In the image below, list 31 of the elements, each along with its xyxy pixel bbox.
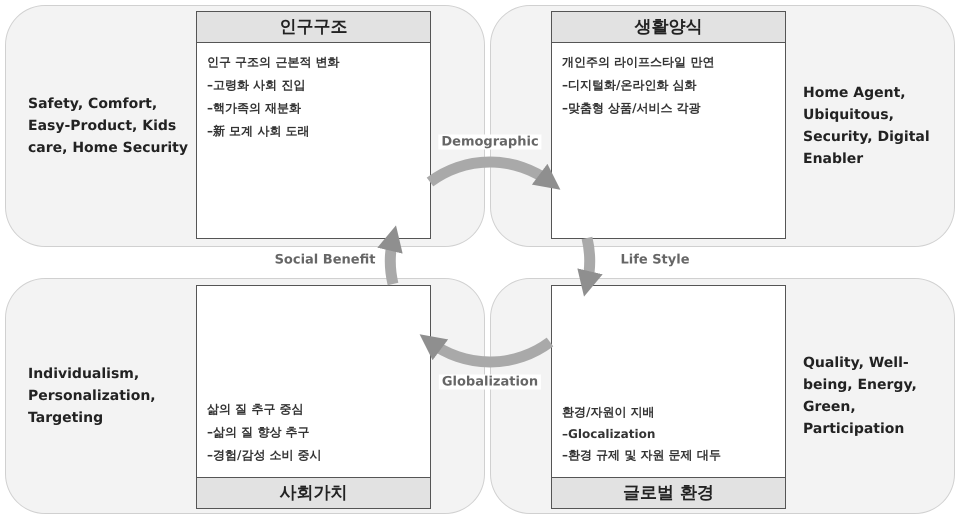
bullet-text: 삶의 질 추구 중심 [207,401,305,418]
keyword-list: Individualism, Personalization, Targeting [28,363,188,429]
box-heading: 사회가치 [197,477,430,508]
trend-box [196,285,431,509]
bullet-text: –핵가족의 재분화 [207,100,302,117]
keyword-list: Quality, Well-being, Energy, Green, Participation [803,352,943,440]
bullet-text: 환경/자원이 지배 [562,404,656,421]
box-heading: 글로벌 환경 [552,477,785,508]
cycle-arrow [426,156,561,190]
bullet-text: –고령화 사회 진입 [207,77,306,94]
box-heading: 인구구조 [197,12,430,43]
bullet-text: 인구 구조의 근본적 변화 [207,54,341,71]
cycle-arrow [576,237,602,297]
bullet-text: –경험/감성 소비 중시 [207,447,323,464]
keyword-list: Home Agent, Ubiquitous, Security, Digital Enabler [803,82,943,170]
bullet-text: –삶의 질 향상 추구 [207,424,311,441]
box-heading: 생활양식 [552,12,785,43]
bullet-text: –Glocalization [562,427,656,441]
edge-label: Globalization [438,374,542,390]
cycle-arrow [419,334,554,368]
trend-box [551,11,786,239]
edge-label: Demographic [438,134,542,150]
trend-box [551,285,786,509]
cycle-arrow [378,225,404,285]
keyword-list: Safety, Comfort, Easy-Product, Kids care, Home Security [28,93,188,159]
bullet-text: –디지털화/온라인화 심화 [562,77,698,94]
bullet-text: –맞춤형 상품/서비스 각광 [562,100,702,117]
trend-box [196,11,431,239]
bullet-text: 개인주의 라이프스타일 만연 [562,54,716,71]
bullet-text: –환경 규제 및 자원 문제 대두 [562,447,722,464]
bullet-text: –新 모계 사회 도래 [207,123,311,140]
